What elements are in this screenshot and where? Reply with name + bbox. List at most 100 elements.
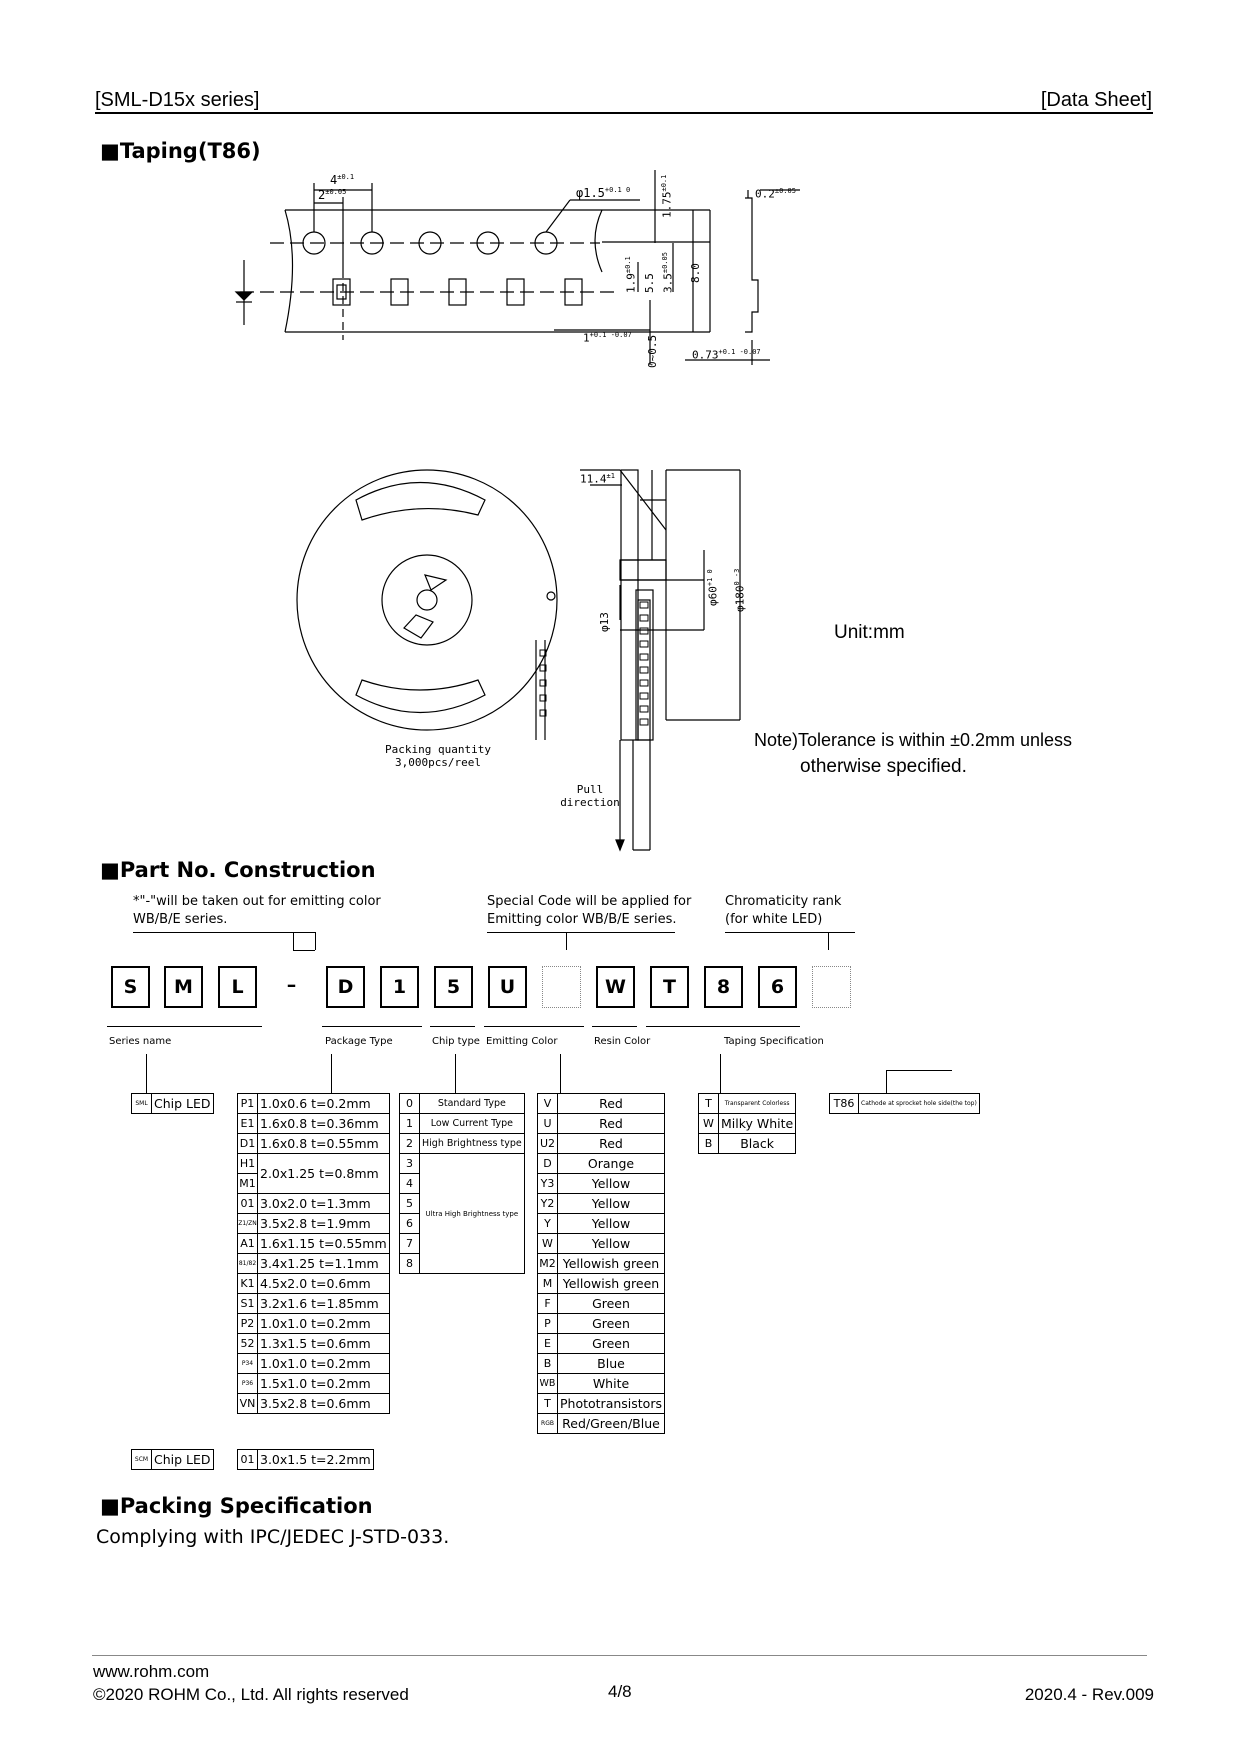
group-rule-resin [592, 1026, 637, 1027]
note-connector-b [315, 932, 316, 950]
part-char-box: 8 [704, 966, 743, 1008]
note-special-code: Special Code will be applied for Emittin… [487, 894, 692, 927]
packing-spec-text: Complying with IPC/JEDEC J-STD-033. [96, 1526, 450, 1548]
header-doc-type: [Data Sheet] [1040, 89, 1152, 111]
dim-pitch-4: 4±0.1 [330, 173, 355, 187]
packing-quantity: Packing quantity 3,000pcs/reel [385, 743, 491, 769]
taping-reel-drawing [234, 170, 800, 852]
header-rule [95, 112, 1153, 114]
label-chip-type: Chip type [432, 1036, 480, 1047]
note-connector [828, 932, 829, 950]
note-connector [293, 932, 294, 950]
section-title-packing: ■Packing Specification [100, 1494, 373, 1518]
note-underline [725, 932, 855, 933]
section-title-taping: ■Taping(T86) [100, 139, 261, 163]
unit-label: Unit:mm [834, 622, 905, 643]
label-emitting-color: Emitting Color [486, 1036, 558, 1047]
label-resin-color: Resin Color [594, 1036, 651, 1047]
note-chromaticity: Chromaticity rank (for white LED) [725, 894, 842, 927]
connector-series [146, 1054, 147, 1094]
part-char-box: 6 [758, 966, 797, 1008]
group-rule-emitting [484, 1026, 584, 1027]
connector-taping [886, 1070, 887, 1094]
tolerance-note: Note)Tolerance is within ±0.2mm unless [754, 730, 1073, 750]
dim-1: 1+0.1 -0.07 [583, 331, 632, 345]
part-char-box-rank [812, 966, 851, 1008]
note-underline [133, 932, 315, 933]
part-char-box: W [596, 966, 635, 1008]
connector-emitting [560, 1054, 561, 1094]
dim-thickness-02: 0.2±0.05 [755, 187, 796, 201]
group-rule-taping [646, 1026, 800, 1027]
dim-reel-180: φ1800 -3 [733, 568, 747, 612]
part-char-box: U [488, 966, 527, 1008]
note-connector-h [293, 950, 315, 951]
part-char-box: 1 [380, 966, 419, 1008]
connector-chip [455, 1054, 456, 1094]
footer-revision: 2020.4 - Rev.009 [1024, 1685, 1154, 1704]
part-char-dash: – [286, 974, 297, 996]
connector-package [331, 1054, 332, 1094]
dim-80: 8.0 [689, 263, 702, 283]
dim-pitch-2: 2±0.05 [318, 188, 347, 202]
dim-hub-60: φ60+1 0 [706, 569, 720, 606]
connector-taping-h [886, 1070, 952, 1071]
dim-175: 1.75±0.1 [660, 174, 674, 218]
dim-073: 0.73+0.1 -0.07 [692, 348, 761, 362]
note-connector [566, 932, 567, 950]
footer-url[interactable]: www.rohm.com [93, 1662, 210, 1681]
label-taping-spec: Taping Specification [724, 1036, 824, 1047]
group-rule-series [107, 1026, 262, 1027]
dim-55: 5.5 [643, 273, 656, 293]
footer-rule [92, 1655, 1147, 1656]
note-underline [487, 932, 675, 933]
part-char-box: S [111, 966, 150, 1008]
label-package-type: Package Type [325, 1036, 393, 1047]
label-series-name: Series name [109, 1036, 172, 1047]
page-number: 4/8 [608, 1682, 632, 1701]
dim-19: 1.9±0.1 [624, 256, 638, 293]
group-rule-chip [430, 1026, 475, 1027]
dim-hub-13: φ13 [598, 612, 611, 632]
table-row: 8 [399, 1253, 525, 1274]
part-char-box: D [326, 966, 365, 1008]
dim-35: 3.5±0.05 [661, 252, 675, 293]
